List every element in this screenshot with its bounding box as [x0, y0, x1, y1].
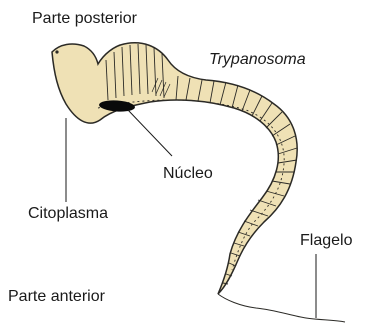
label-back-end: Parte posterior [32, 11, 137, 27]
label-cytoplasm: Citoplasma [28, 206, 108, 222]
nucleus-leader [128, 110, 172, 156]
label-nucleus: Núcleo [163, 166, 213, 182]
axoneme-dotted-line [98, 100, 284, 270]
label-front-end: Parte anterior [8, 289, 105, 305]
label-organism: Trypanosoma [209, 52, 306, 68]
flagellum [218, 294, 345, 322]
label-flagellum: Flagelo [300, 233, 352, 249]
posterior-tip [55, 50, 58, 53]
